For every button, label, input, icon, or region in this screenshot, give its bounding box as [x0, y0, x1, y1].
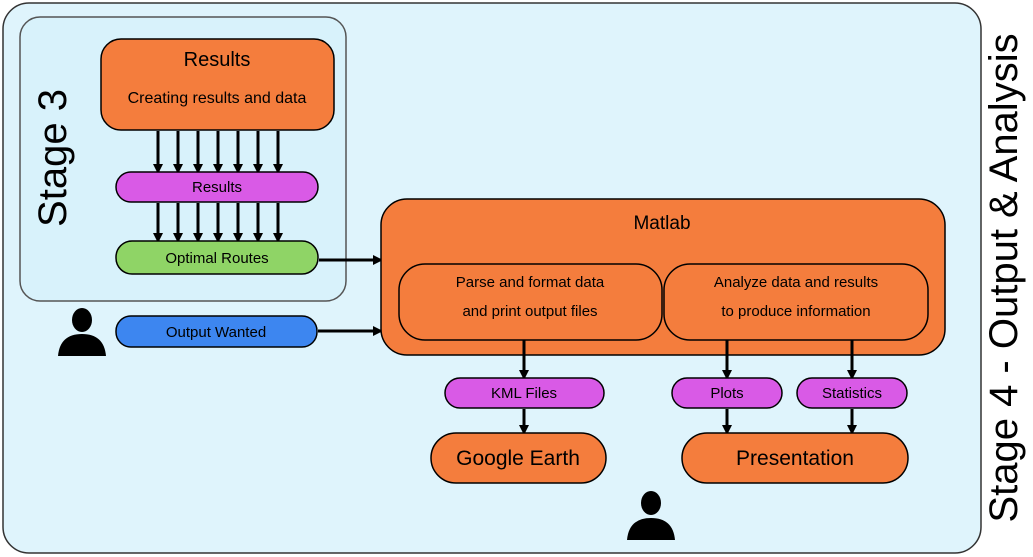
parse-format-line2: and print output files	[462, 303, 597, 320]
presentation-label: Presentation	[736, 447, 854, 470]
google-earth-label: Google Earth	[456, 447, 580, 470]
arrows-out-of-matlab	[519, 340, 857, 380]
kml-files-pill	[444, 377, 605, 409]
results-box	[100, 38, 335, 131]
stage4-label: Stage 4 - Output & Analysis	[982, 33, 1026, 522]
parse-format-line1: Parse and format data	[456, 274, 605, 291]
presentation-box	[681, 432, 909, 484]
plots-pill	[671, 377, 783, 409]
arrows-into-matlab	[318, 255, 383, 336]
arrows-to-outputs	[519, 409, 857, 435]
parse-format-box	[398, 263, 663, 341]
google-earth-box	[430, 432, 607, 484]
results-box-title: Results	[184, 49, 251, 71]
arrows-results-to-pill	[153, 131, 283, 174]
results-pill	[115, 171, 319, 203]
matlab-title: Matlab	[633, 213, 690, 234]
results-box-subtitle: Creating results and data	[128, 90, 307, 107]
optimal-routes-label: Optimal Routes	[165, 250, 268, 267]
statistics-label: Statistics	[822, 385, 882, 402]
statistics-pill	[796, 377, 908, 409]
analyze-data-box	[663, 263, 929, 341]
plots-label: Plots	[710, 385, 743, 402]
output-wanted-label: Output Wanted	[166, 324, 266, 341]
results-pill-label: Results	[192, 179, 242, 196]
person-icon	[58, 308, 106, 356]
arrows-pill-to-routes	[153, 203, 283, 243]
output-wanted-pill	[115, 315, 318, 348]
optimal-routes-pill	[115, 240, 319, 275]
kml-files-label: KML Files	[491, 385, 557, 402]
analyze-data-line1: Analyze data and results	[714, 274, 878, 291]
person-icon	[627, 491, 675, 540]
stage3-label: Stage 3	[31, 89, 75, 227]
analyze-data-line2: to produce information	[721, 303, 870, 320]
